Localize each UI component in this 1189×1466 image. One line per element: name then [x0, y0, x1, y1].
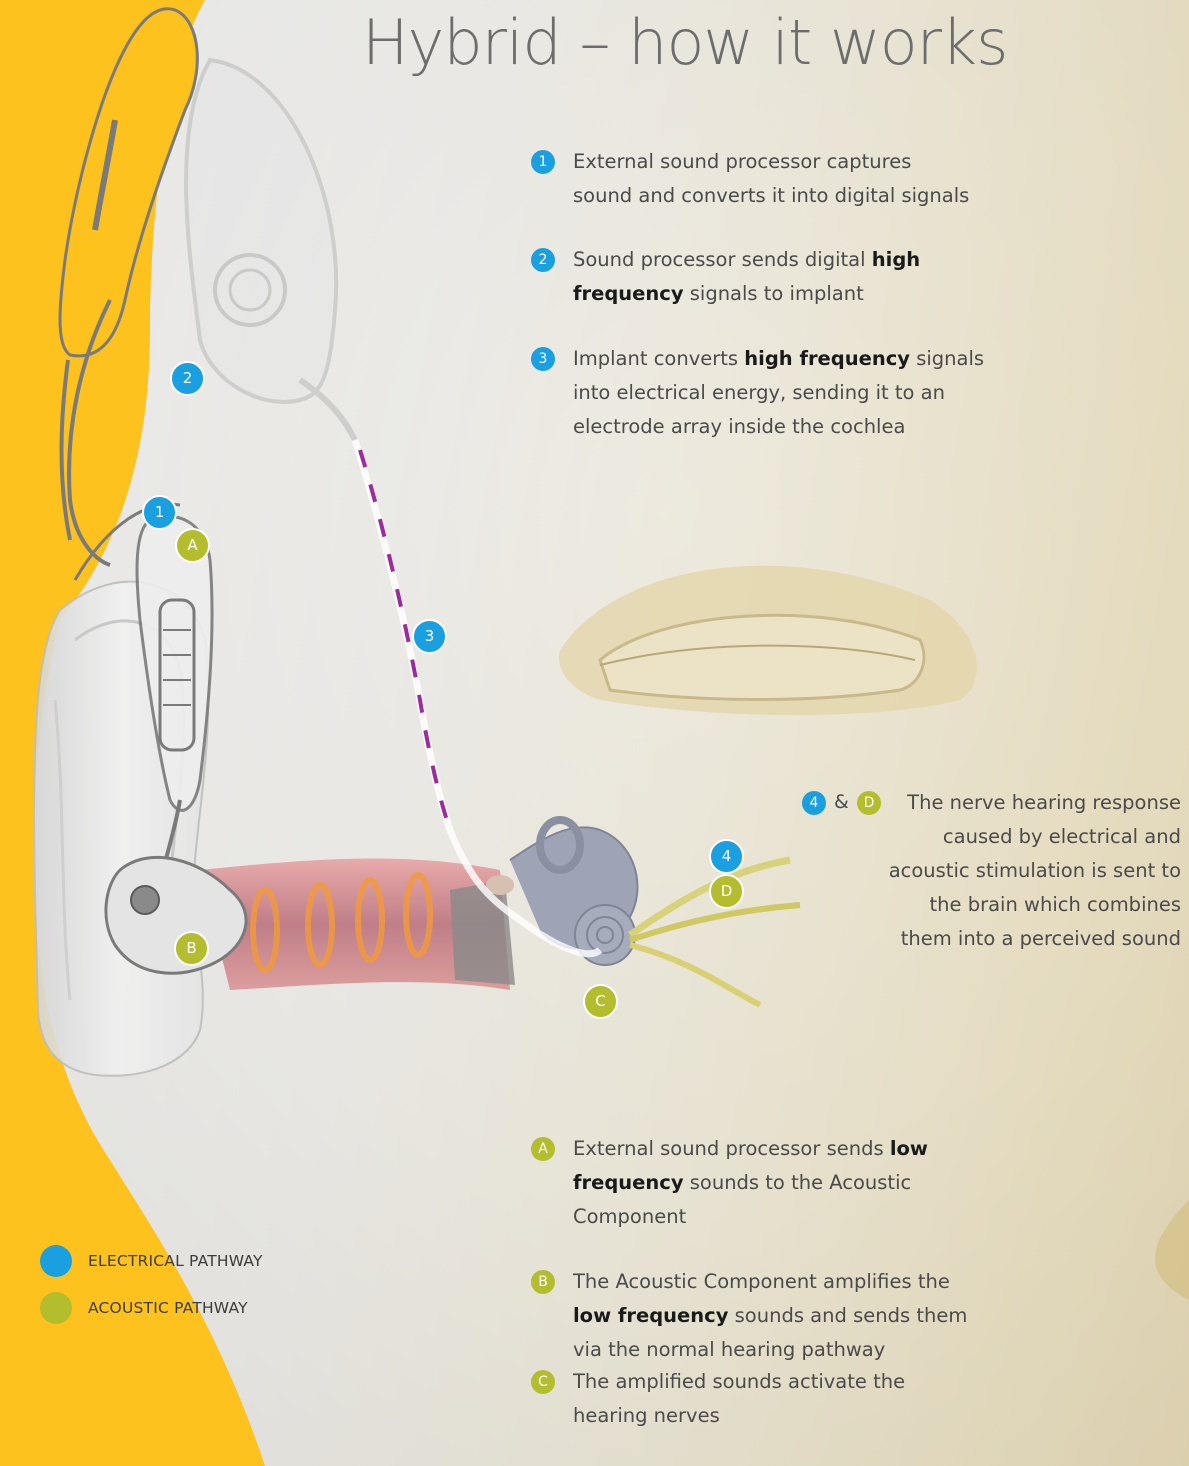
page-title: Hybrid – how it works: [362, 6, 1007, 79]
step-2-text-a: Sound processor sends digital: [573, 248, 872, 271]
step-b-badge: B: [531, 1270, 555, 1294]
step-c: C The amplified sounds activate the hear…: [531, 1365, 931, 1433]
legend-electrical-label: ELECTRICAL PATHWAY: [88, 1252, 263, 1270]
diagram-badge-a: A: [175, 528, 210, 563]
step-1: 1 External sound processor captures soun…: [531, 145, 991, 213]
step-4d-amp: &: [834, 791, 849, 813]
legend-acoustic-dot: [40, 1292, 72, 1324]
legend-electrical: ELECTRICAL PATHWAY: [40, 1245, 263, 1277]
diagram-badge-d: D: [709, 874, 744, 909]
step-b-emphasis: low frequency: [573, 1304, 728, 1327]
step-c-text: The amplified sounds activate the hearin…: [573, 1370, 905, 1427]
step-a: A External sound processor sends low fre…: [531, 1132, 951, 1234]
diagram-badge-4: 4: [709, 839, 744, 874]
step-3-text-a: Implant converts: [573, 347, 744, 370]
diagram-badge-2: 2: [170, 361, 205, 396]
legend-acoustic-label: ACOUSTIC PATHWAY: [88, 1299, 248, 1317]
step-2: 2 Sound processor sends digital high fre…: [531, 243, 951, 311]
step-2-badge: 2: [531, 248, 555, 272]
step-4-badge: 4: [802, 791, 826, 815]
step-2-text-c: signals to implant: [684, 282, 864, 305]
step-1-badge: 1: [531, 150, 555, 174]
diagram-badge-c: C: [583, 984, 618, 1019]
step-c-badge: C: [531, 1370, 555, 1394]
step-4d: The nerve hearing response caused by ele…: [876, 786, 1181, 956]
diagram-badge-b: B: [174, 931, 209, 966]
diagram-badge-3: 3: [412, 619, 447, 654]
diagram-badge-1: 1: [142, 495, 177, 530]
step-a-text-a: External sound processor sends: [573, 1137, 890, 1160]
step-4d-text: The nerve hearing response caused by ele…: [889, 791, 1181, 950]
legend-acoustic: ACOUSTIC PATHWAY: [40, 1292, 248, 1324]
legend-electrical-dot: [40, 1245, 72, 1277]
step-3: 3 Implant converts high frequency signal…: [531, 342, 991, 444]
step-1-text-c: sound and converts it into digital signa…: [573, 184, 969, 207]
step-a-badge: A: [531, 1137, 555, 1161]
step-1-text-a: External sound processor captures: [573, 150, 911, 173]
step-b-text-a: The Acoustic Component amplifies the: [573, 1270, 950, 1293]
step-3-emphasis: high frequency: [744, 347, 910, 370]
step-3-badge: 3: [531, 347, 555, 371]
step-b: B The Acoustic Component amplifies the l…: [531, 1265, 981, 1367]
